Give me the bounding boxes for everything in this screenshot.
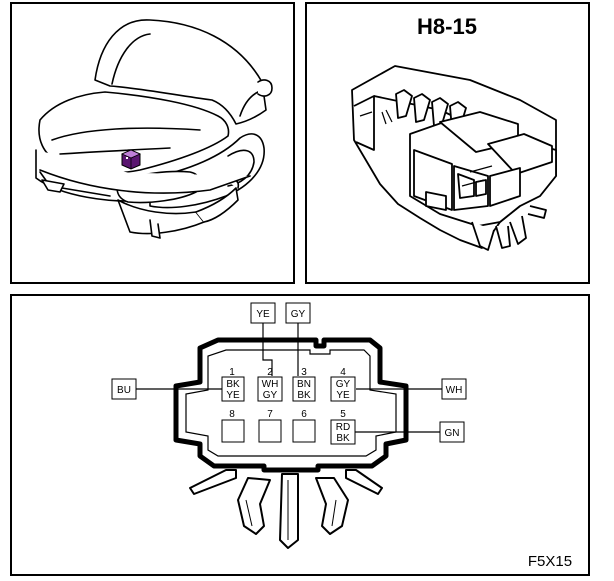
pin-1-number: 1	[229, 367, 235, 378]
pin-3-cavity	[292, 376, 316, 402]
wire-label-pin4: WH	[446, 385, 463, 396]
wire-tag-wh	[441, 378, 467, 400]
connector-illustration-details	[359, 109, 493, 187]
pin-2-number: 2	[267, 367, 273, 378]
pin-1-cavity	[221, 376, 245, 402]
pin-7-number: 7	[267, 409, 273, 420]
pin-5-cavity	[330, 419, 356, 445]
pin-3-color-a: BN	[297, 379, 311, 390]
connector-illustration	[351, 65, 557, 251]
wire-label-pin3: GY	[291, 309, 306, 320]
pin-5-color-b: BK	[336, 433, 350, 444]
pin-6-cavity	[292, 419, 316, 443]
seat-illustration	[35, 19, 273, 239]
pin-4-cavity	[330, 376, 356, 402]
pin-6-number: 6	[301, 409, 307, 420]
pin-4-color-b: YE	[336, 390, 350, 401]
pin-1-color-b: YE	[226, 390, 240, 401]
connector-face-outline	[173, 337, 409, 473]
pin-1-color-a: BK	[226, 379, 240, 390]
connector-face-inner	[185, 349, 397, 457]
wire-label-pin2: YE	[256, 309, 270, 320]
pin-4-number: 4	[340, 367, 346, 378]
pin-3-color-b: BK	[297, 390, 311, 401]
pin-cavities	[221, 376, 356, 445]
connector-location-marker	[121, 149, 141, 170]
wire-label-pin1: BU	[117, 385, 131, 396]
wire-tag-gy	[285, 302, 311, 324]
connector-id: H8-15	[417, 14, 477, 39]
pin-4-color-a: GY	[336, 379, 351, 390]
wire-tags	[111, 302, 467, 443]
wire-tag-gn	[439, 421, 465, 443]
pinout-panel	[10, 294, 590, 576]
pin-8-number: 8	[229, 409, 235, 420]
connector-view-panel	[305, 2, 590, 284]
pin-5-color-a: RD	[336, 422, 350, 433]
latch-arm-details	[245, 480, 337, 540]
pin-2-color-a: WH	[262, 379, 279, 390]
pin-7-cavity	[258, 419, 282, 443]
figure-code: F5X15	[528, 553, 572, 570]
pin-2-cavity	[257, 376, 283, 402]
pin-3-number: 3	[301, 367, 307, 378]
latch-arms	[189, 469, 383, 549]
wire-tag-ye	[250, 302, 276, 324]
wire-leads	[136, 323, 442, 433]
wire-label-pin5: GN	[445, 428, 460, 439]
seat-location-panel	[10, 2, 295, 284]
pin-2-color-b: GY	[263, 390, 278, 401]
pin-8-cavity	[221, 419, 245, 443]
pin-5-number: 5	[340, 409, 346, 420]
wire-tag-bu	[111, 378, 137, 400]
